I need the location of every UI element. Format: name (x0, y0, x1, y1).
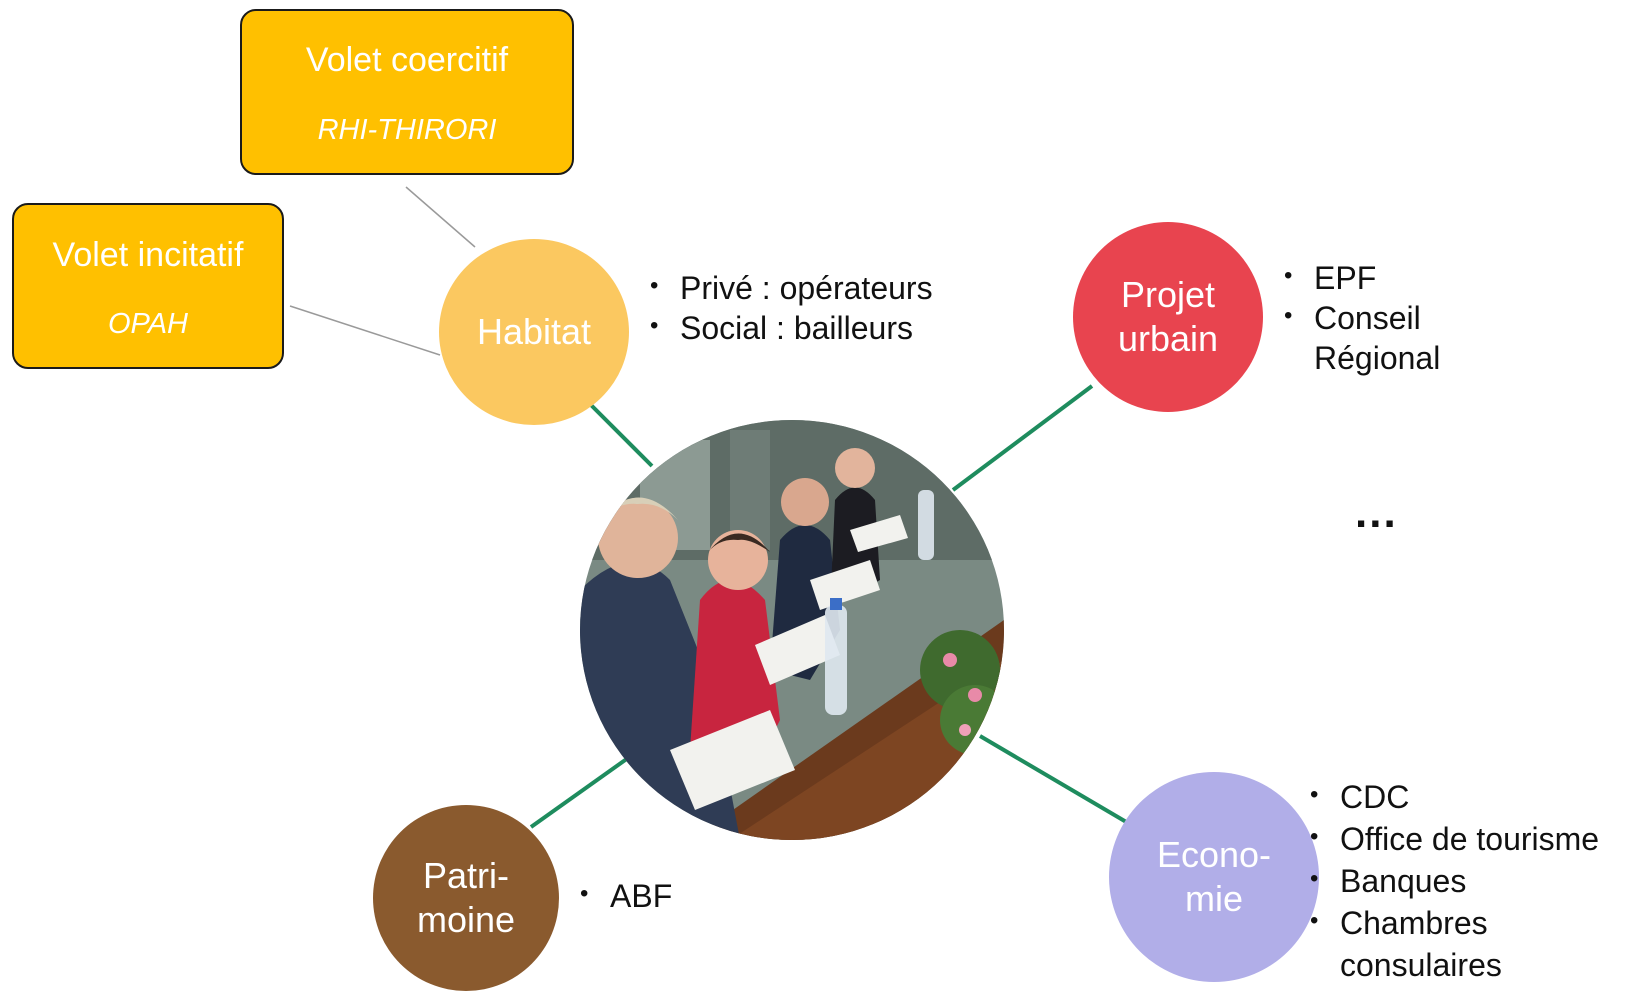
callout-volet-incitatif: Volet incitatif OPAH (12, 203, 284, 369)
callout-subtitle: OPAH (107, 308, 189, 340)
node-label-line2: urbain (1117, 318, 1219, 359)
more-actors-ellipsis: ... (1355, 488, 1398, 537)
list-item: Banques (1310, 858, 1635, 902)
list-item: Social : bailleurs (650, 306, 970, 348)
list-item: Chambres consulaires (1310, 900, 1635, 986)
link-coercitif-habitat (405, 186, 476, 248)
connector-patrimoine (529, 756, 630, 829)
node-label-line1: Patri- (422, 855, 509, 896)
node-label-line1: Habitat (476, 311, 592, 352)
node-projet-urbain: Projet urbain (1073, 222, 1263, 412)
callout-subtitle: RHI-THIRORI (317, 114, 497, 146)
list-item: ABF (580, 874, 780, 916)
node-habitat: Habitat (439, 239, 629, 425)
callout-title: Volet incitatif (52, 236, 244, 274)
patrimoine-actor-list: ABF (580, 874, 780, 916)
habitat-actor-list: Privé : opérateurs Social : bailleurs (650, 266, 970, 348)
list-item: CDC (1310, 774, 1635, 818)
list-item: Office de tourisme (1310, 816, 1635, 860)
signing-ceremony-photo (580, 420, 1004, 840)
connector-projet-urbain (951, 384, 1094, 492)
node-label-line1: Econo- (1156, 834, 1272, 875)
node-label-line1: Projet (1120, 274, 1216, 315)
node-label-line2: mie (1184, 878, 1243, 919)
callout-title: Volet coercitif (305, 41, 509, 79)
list-item: Privé : opérateurs (650, 266, 970, 308)
connector-economie (978, 734, 1130, 825)
projet-urbain-actor-list: EPF Conseil Régional (1284, 256, 1524, 378)
link-incitatif-habitat (289, 305, 441, 356)
node-patrimoine: Patri- moine (373, 805, 559, 991)
list-item: EPF (1284, 256, 1524, 298)
node-economie: Econo- mie (1109, 772, 1319, 982)
callout-volet-coercitif: Volet coercitif RHI-THIRORI (240, 9, 574, 175)
list-item: Conseil Régional (1284, 296, 1524, 378)
connector-habitat (589, 403, 654, 468)
node-label-line2: moine (416, 899, 516, 940)
economie-actor-list: CDC Office de tourisme Banques Chambres … (1310, 774, 1635, 986)
